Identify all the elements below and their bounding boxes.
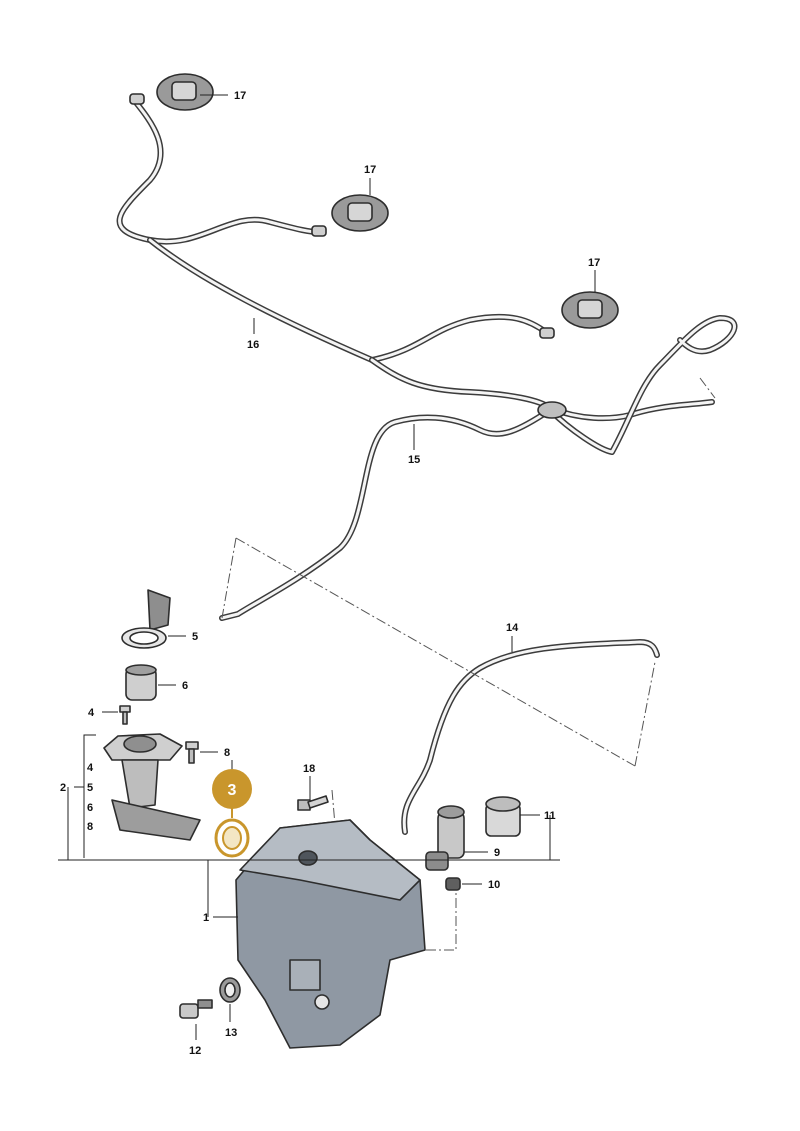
callout-1[interactable]: 1	[203, 912, 209, 924]
sensor-12	[179, 999, 213, 1019]
group-member-8: 8	[87, 821, 93, 833]
highlight-marker[interactable]: 3	[212, 769, 252, 809]
filler-neck	[103, 733, 201, 841]
grommet-13	[219, 977, 241, 1003]
screw-8	[185, 741, 199, 764]
hose-15	[219, 315, 738, 621]
spray-jet-17-middle	[311, 194, 389, 237]
callout-6[interactable]: 6	[182, 680, 188, 692]
callout-17-middle[interactable]: 17	[364, 164, 376, 176]
callout-group-2[interactable]: 2	[60, 782, 66, 794]
spray-jet-17-top	[129, 73, 214, 111]
callout-15[interactable]: 15	[408, 454, 420, 466]
bushing	[125, 664, 157, 701]
callout-16[interactable]: 16	[247, 339, 259, 351]
nut-10	[445, 877, 461, 891]
callout-8[interactable]: 8	[224, 747, 230, 759]
group-member-6: 6	[87, 802, 93, 814]
callout-9[interactable]: 9	[494, 847, 500, 859]
callout-14[interactable]: 14	[506, 622, 519, 634]
spray-jet-17-right	[539, 291, 619, 339]
callout-17-top[interactable]: 17	[234, 90, 246, 102]
callout-13[interactable]: 13	[225, 1027, 237, 1039]
callout-5[interactable]: 5	[192, 631, 198, 643]
hose-14	[401, 639, 660, 835]
filler-cap	[121, 589, 171, 649]
screw-18	[297, 795, 329, 811]
seal-ring-highlighted	[214, 806, 250, 858]
highlight-circle	[212, 769, 252, 809]
callout-11[interactable]: 11	[544, 810, 556, 822]
leader-lines	[58, 94, 596, 1040]
callout-labels: 17 17 17 16 15 14 5 6 4 8 18 11 9 10 1 1…	[60, 90, 600, 1057]
group-member-4: 4	[87, 762, 94, 774]
grommet-11	[485, 796, 521, 837]
group-member-5: 5	[87, 782, 93, 794]
callout-17-right[interactable]: 17	[588, 257, 600, 269]
callout-12[interactable]: 12	[189, 1045, 201, 1057]
highlight-number: 3	[228, 782, 237, 799]
hose-16	[116, 97, 715, 422]
pump	[425, 805, 465, 871]
callout-18[interactable]: 18	[303, 763, 315, 775]
callout-4[interactable]: 4	[88, 707, 95, 719]
screw-4	[119, 705, 131, 725]
callout-10[interactable]: 10	[488, 879, 500, 891]
reservoir	[235, 819, 426, 1049]
